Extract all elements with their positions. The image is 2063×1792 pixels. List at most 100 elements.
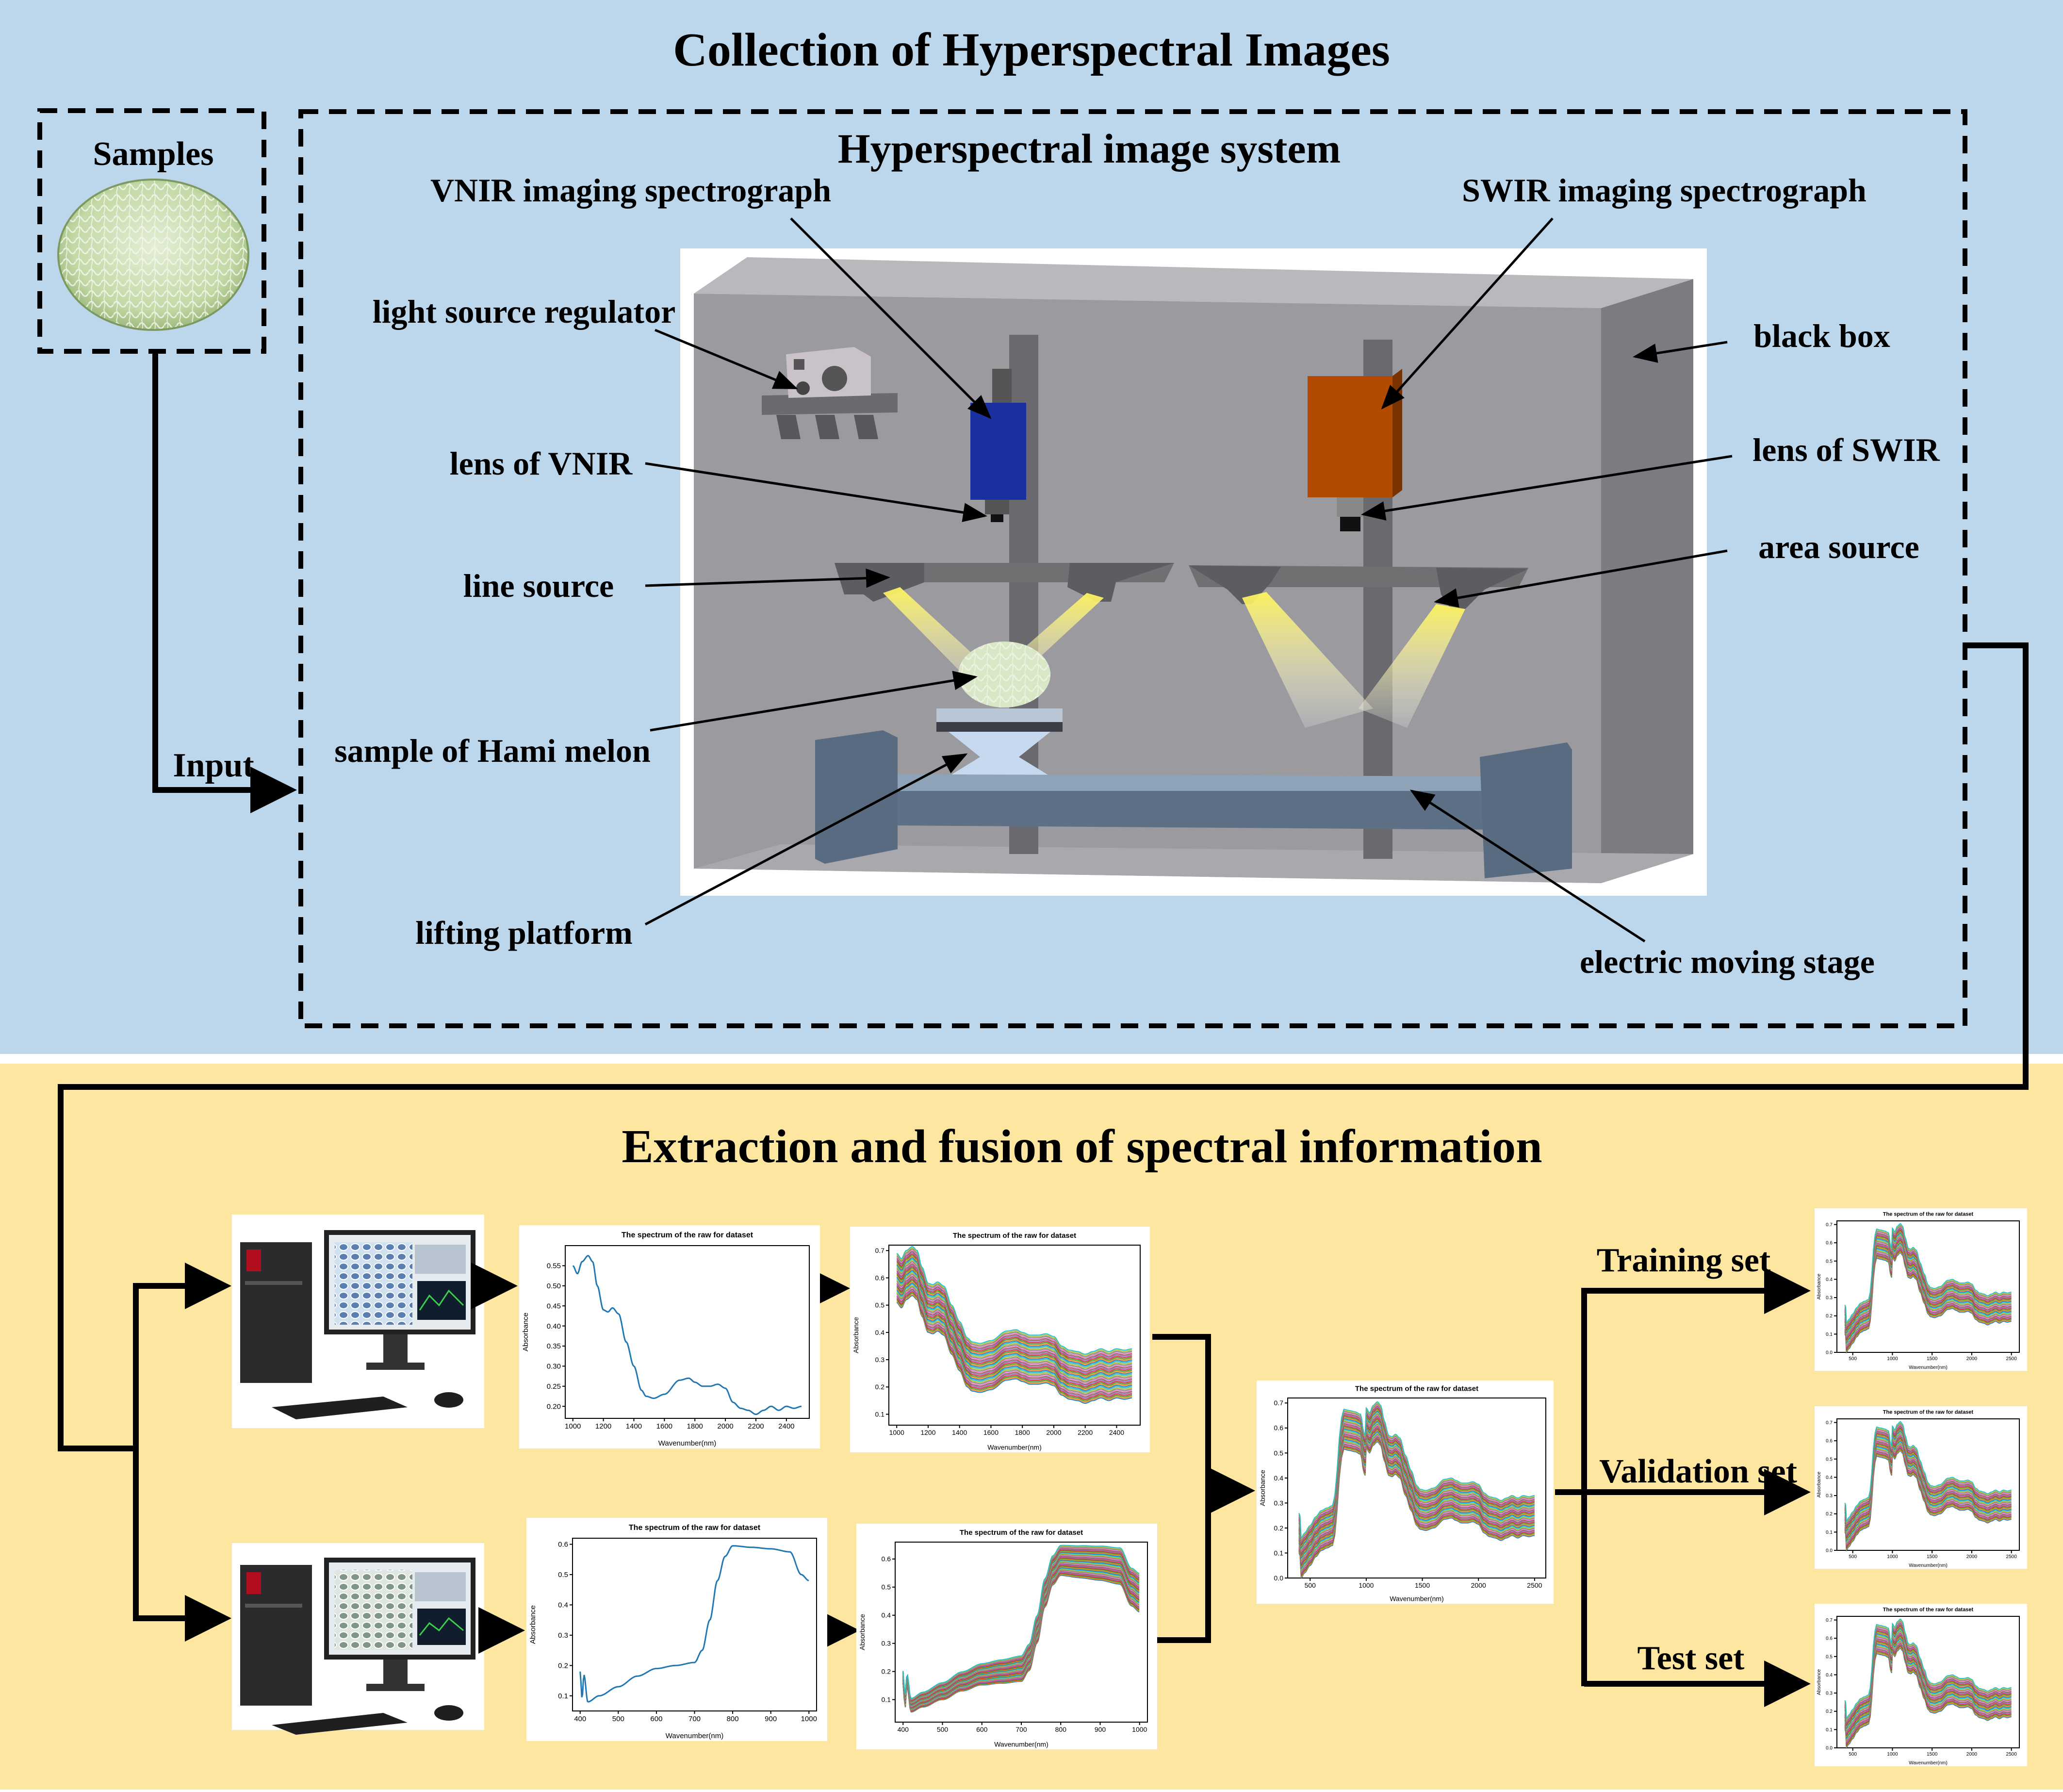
split-arrows: [1555, 1267, 1811, 1707]
plot-test-set-xtick-label: 1500: [1927, 1752, 1938, 1757]
label-validation-set: Validation set: [1599, 1453, 1797, 1490]
plot-vnir-multi-series-line: [896, 1252, 1132, 1361]
plot-validation-set-title: The spectrum of the raw for dataset: [1883, 1410, 1974, 1415]
plot-swir-multi-xtick-label: 600: [976, 1726, 988, 1733]
plot-training-set-xtick-label: 1000: [1887, 1356, 1898, 1362]
plot-vnir-multi-series-line: [896, 1260, 1132, 1369]
plot-vnir-multi-series-line: [896, 1277, 1132, 1386]
plot-test-set-xtick-label: 2500: [2006, 1752, 2017, 1757]
plot-validation-set-xtick-label: 2500: [2006, 1554, 2017, 1560]
plot-training-set-ylabel: Absorbance: [1817, 1273, 1822, 1299]
system-title: Hyperspectral image system: [838, 125, 1341, 172]
hyperspectral-system-box: [298, 109, 1967, 1028]
plot-test-set-xtick-label: 500: [1849, 1752, 1857, 1757]
plot-training-set-ytick-label: 0.5: [1826, 1259, 1833, 1264]
plot-vnir-multi-series-line: [896, 1272, 1132, 1381]
plot-fused: The spectrum of the raw for datasetWaven…: [1257, 1381, 1554, 1604]
plot-vnir-multi-xtick-label: 2000: [1046, 1429, 1061, 1436]
plot-swir-multi-ylabel: Absorbance: [858, 1614, 866, 1650]
plot-test-set-axes: [1836, 1616, 2020, 1748]
plot-vnir-single-ytick-label: 0.30: [547, 1363, 561, 1371]
plot-vnir-multi-ylabel: Absorbance: [852, 1317, 860, 1353]
plot-vnir-multi-series-line: [896, 1280, 1132, 1389]
plot-fused-ytick-label: 0.5: [1274, 1449, 1284, 1457]
plot-swir-single-xtick-label: 700: [688, 1715, 701, 1723]
plot-test-set-ytick-label: 0.2: [1826, 1709, 1833, 1714]
plot-vnir-multi-series-line: [896, 1265, 1132, 1374]
plot-test-set-xlabel: Wavenumber(nm): [1909, 1760, 1948, 1766]
swir-lens: [1340, 517, 1360, 531]
plot-validation-set-ylabel: Absorbance: [1817, 1471, 1822, 1497]
plot-swir-multi-xtick-label: 700: [1015, 1726, 1027, 1733]
plot-vnir-single-ylabel: Absorbance: [522, 1313, 530, 1351]
plot-swir-single-ytick-label: 0.5: [558, 1571, 568, 1579]
plot-vnir-multi-series-line: [896, 1251, 1132, 1360]
plot-vnir-multi-series-line: [896, 1262, 1132, 1371]
vnir-lens: [991, 514, 1003, 522]
plot-swir-multi-xtick-label: 1000: [1132, 1726, 1147, 1733]
plot-swir-multi: The spectrum of the raw for datasetWaven…: [856, 1524, 1157, 1749]
label-vnir-spectrograph: VNIR imaging spectrograph: [430, 172, 831, 209]
plot-swir-multi-xlabel: Wavenumber(nm): [994, 1740, 1048, 1748]
plot-vnir-multi-series-line: [896, 1264, 1132, 1373]
plot-vnir-multi-series-line: [896, 1271, 1132, 1380]
plot-vnir-multi: The spectrum of the raw for datasetWaven…: [850, 1227, 1150, 1452]
plot-vnir-multi-series-line: [896, 1279, 1132, 1388]
plot-test-set-xtick-label: 1000: [1887, 1752, 1898, 1757]
computer-branch-arrows: [133, 1263, 231, 1642]
plot-swir-single-series-line: [579, 1545, 809, 1703]
plot-fused-ytick-label: 0.0: [1274, 1574, 1284, 1582]
plot-validation-set-ytick-label: 0.5: [1826, 1457, 1833, 1462]
plot-fused-series-line: [1298, 1401, 1535, 1540]
plot-test-set-ytick-label: 0.5: [1826, 1654, 1833, 1660]
plot-swir-single-ytick-label: 0.4: [558, 1601, 568, 1610]
plot-swir-multi-xtick-label: 800: [1055, 1726, 1067, 1733]
plot-swir-multi-ytick-label: 0.4: [882, 1611, 891, 1619]
plot-vnir-multi-series-line: [896, 1270, 1132, 1379]
area-beam-left: [1242, 592, 1373, 728]
plot-test-set-ytick-label: 0.7: [1826, 1618, 1833, 1623]
plot-validation-set-xtick-label: 1000: [1887, 1554, 1898, 1560]
plot-vnir-multi-ytick-label: 0.5: [875, 1301, 885, 1309]
plot-vnir-multi-series-line: [896, 1287, 1132, 1397]
plot-vnir-multi-series-line: [896, 1286, 1132, 1396]
plot-training-set: The spectrum of the raw for datasetWaven…: [1815, 1208, 2027, 1371]
plot-vnir-single-xlabel: Wavenumber(nm): [658, 1439, 716, 1447]
line-source-right: [1067, 563, 1174, 602]
plot-vnir-multi-ytick-label: 0.4: [875, 1329, 885, 1336]
plot-vnir-single-series-line: [572, 1255, 802, 1415]
plot-vnir-single-ytick-label: 0.35: [547, 1342, 561, 1350]
plot-training-set-ytick-label: 0.3: [1826, 1296, 1833, 1301]
plot-validation-set-axes: [1836, 1418, 2020, 1551]
plot-vnir-multi-series-line: [896, 1246, 1132, 1355]
black-box-floor: [694, 844, 1693, 883]
plot-validation-set-xtick-label: 1500: [1927, 1554, 1938, 1560]
plot-swir-single-xtick-label: 1000: [801, 1715, 817, 1723]
plot-test-set: The spectrum of the raw for datasetWaven…: [1815, 1604, 2027, 1766]
input-label: Input: [173, 747, 254, 784]
plot-validation-set-ytick-label: 0.4: [1826, 1475, 1833, 1480]
plot-swir-single-xtick-label: 800: [727, 1715, 739, 1723]
plot-swir-single-ylabel: Absorbance: [529, 1605, 537, 1644]
plot-test-set-ytick-label: 0.4: [1826, 1673, 1833, 1678]
plot-fused-ylabel: Absorbance: [1259, 1470, 1266, 1506]
plot-swir-single-xtick-label: 600: [650, 1715, 662, 1723]
plot-vnir-multi-ytick-label: 0.3: [875, 1356, 885, 1364]
regulator-shelf: [762, 393, 898, 415]
plot-vnir-multi-ytick-label: 0.7: [875, 1247, 885, 1254]
plot-vnir-multi-series-line: [896, 1267, 1132, 1377]
label-lens-vnir: lens of VNIR: [450, 445, 633, 482]
plot-training-set-xtick-label: 2500: [2006, 1356, 2017, 1362]
plot-vnir-multi-series-line: [896, 1248, 1132, 1358]
label-line-source: line source: [463, 567, 614, 604]
plot-swir-multi-ytick-label: 0.5: [882, 1583, 891, 1591]
label-lifting-platform: lifting platform: [415, 914, 633, 951]
plot-vnir-single-xtick-label: 1400: [626, 1422, 642, 1430]
plot-test-set-ytick-label: 0.1: [1826, 1727, 1833, 1733]
plot-vnir-multi-series-line: [896, 1291, 1132, 1400]
plot-fused-axes: [1287, 1397, 1546, 1578]
vnir-camera: [970, 403, 1026, 500]
plot-fused-ytick-label: 0.2: [1274, 1524, 1284, 1532]
plot-swir-single-xtick-label: 900: [765, 1715, 777, 1723]
